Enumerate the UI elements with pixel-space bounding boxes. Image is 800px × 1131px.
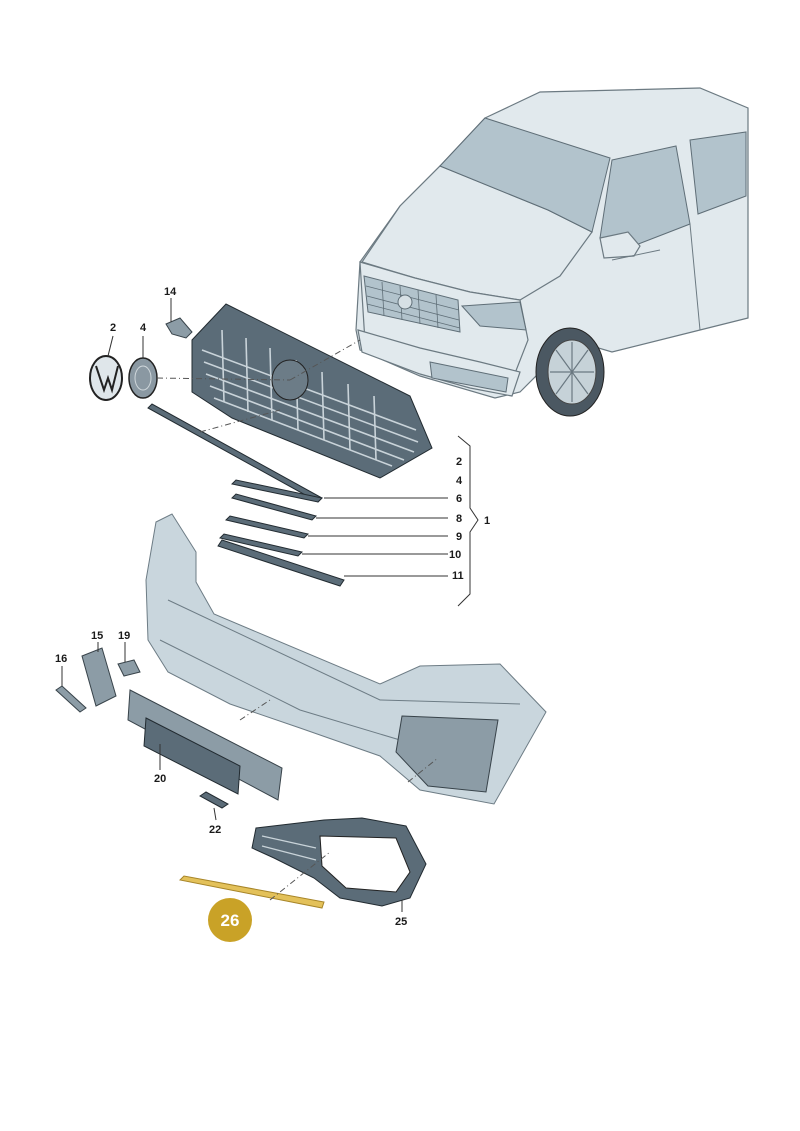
emblem-part-2 <box>89 355 123 401</box>
trim-strip-part-11 <box>217 539 345 587</box>
callout-16: 16 <box>55 653 67 665</box>
radiator-grille <box>191 303 433 479</box>
bumper-fog-opening <box>395 715 499 793</box>
callout-6: 6 <box>456 493 462 505</box>
callout-8: 8 <box>456 513 462 525</box>
bracket-part-15 <box>81 647 117 707</box>
callout-25: 25 <box>395 916 407 928</box>
trim-strip-part-8 <box>231 493 317 521</box>
callout-26-badge <box>208 898 252 942</box>
callout-26-highlight: 26 <box>208 898 252 942</box>
callout-26: 26 <box>221 911 240 930</box>
fog-lamp-trim-part-25 <box>251 817 427 907</box>
callout-1: 1 <box>484 515 490 527</box>
callout-14: 14 <box>164 286 177 298</box>
lower-grille-part-20 <box>127 689 283 801</box>
callout-labels: 14 2 4 2 4 6 8 9 10 11 1 15 19 16 20 22 … <box>55 286 490 928</box>
strip-part-16 <box>55 685 87 713</box>
emblem-carrier-part-4 <box>128 357 158 399</box>
highlighted-strip-part-26 <box>178 875 325 909</box>
callout-19: 19 <box>118 630 130 642</box>
strip-part-22 <box>199 791 229 809</box>
callout-9: 9 <box>456 531 462 543</box>
callout-20: 20 <box>154 773 166 785</box>
callout-4-carrier: 4 <box>140 322 147 334</box>
van-illustration <box>355 87 749 417</box>
trim-strip-part-10 <box>219 533 303 557</box>
trim-strip-part-9 <box>225 515 309 539</box>
callout-4: 4 <box>456 475 463 487</box>
callout-2: 2 <box>456 456 462 468</box>
clip-part-14 <box>165 317 193 339</box>
callout-11: 11 <box>452 570 464 582</box>
callout-2-emblem: 2 <box>110 322 116 334</box>
callout-15: 15 <box>91 630 103 642</box>
clip-part-19 <box>117 659 141 677</box>
leader-lines <box>61 298 479 912</box>
trim-strip-part-6 <box>230 479 324 503</box>
callout-22: 22 <box>209 824 221 836</box>
callout-10: 10 <box>449 549 461 561</box>
